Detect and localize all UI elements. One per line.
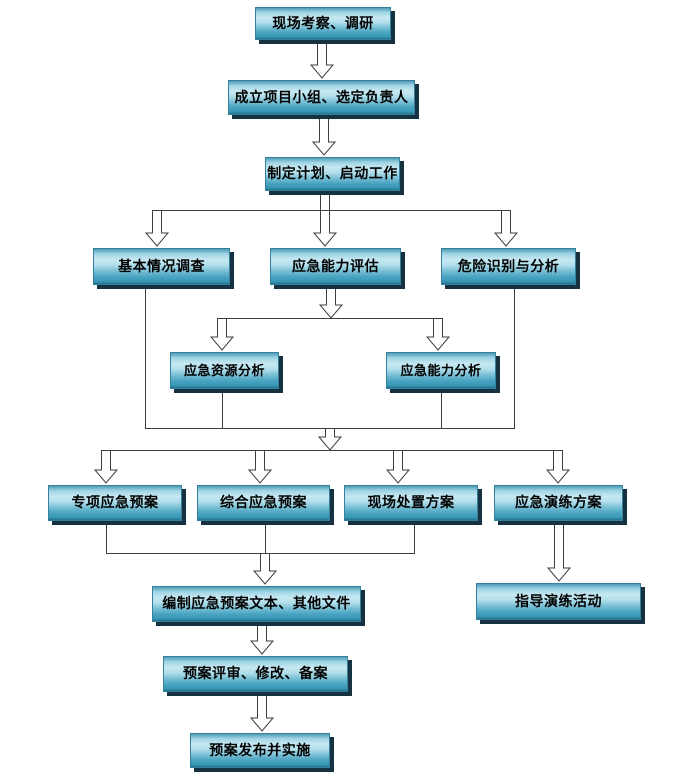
arrow-drill-plan-to-guide xyxy=(546,522,572,582)
flow-node-publish: 预案发布并实施 xyxy=(190,733,330,768)
flow-node-team-setup: 成立项目小组、选定负责人 xyxy=(228,80,415,115)
arrow-to-special-plan xyxy=(93,450,119,484)
flow-node-basic-survey: 基本情况调查 xyxy=(93,248,230,285)
flow-node-onsite-plan: 现场处置方案 xyxy=(344,485,478,521)
arrow-to-compile-docs xyxy=(252,553,278,585)
arrow-to-comprehensive-plan xyxy=(247,450,273,484)
arrow-to-onsite-plan xyxy=(385,450,411,484)
arrow-plan-to-hazard-id xyxy=(493,210,519,247)
flow-node-capability-eval: 应急能力评估 xyxy=(270,248,401,285)
arrow-capability-eval-split xyxy=(318,286,344,319)
flow-node-hazard-id: 危险识别与分析 xyxy=(441,248,576,285)
flow-node-compile-docs: 编制应急预案文本、其他文件 xyxy=(152,586,361,622)
flow-node-site-survey: 现场考察、调研 xyxy=(255,7,391,40)
flow-node-guide-drill: 指导演练活动 xyxy=(476,583,641,620)
arrow-plan-to-capability-eval xyxy=(312,191,338,247)
arrow-compile-to-review xyxy=(249,623,275,655)
arrow-plan-to-basic-survey xyxy=(144,210,170,247)
arrow-to-resource-analysis xyxy=(209,318,235,351)
arrow-review-to-publish xyxy=(249,693,275,732)
flow-node-review: 预案评审、修改、备案 xyxy=(163,656,348,692)
flow-node-capability-analysis: 应急能力分析 xyxy=(386,352,496,389)
flow-node-drill-plan: 应急演练方案 xyxy=(494,485,623,521)
arrow-converge-to-plans xyxy=(317,428,343,451)
arrow-team-to-plan xyxy=(311,119,337,156)
flow-node-comprehensive-plan: 综合应急预案 xyxy=(197,485,330,521)
arrow-to-capability-analysis xyxy=(425,318,451,351)
flow-node-resource-analysis: 应急资源分析 xyxy=(170,352,279,389)
flow-node-special-plan: 专项应急预案 xyxy=(48,485,182,521)
arrow-to-drill-plan xyxy=(545,450,571,484)
flow-node-plan-kickoff: 制定计划、启动工作 xyxy=(265,157,400,191)
arrow-site-survey-to-team xyxy=(309,44,335,79)
